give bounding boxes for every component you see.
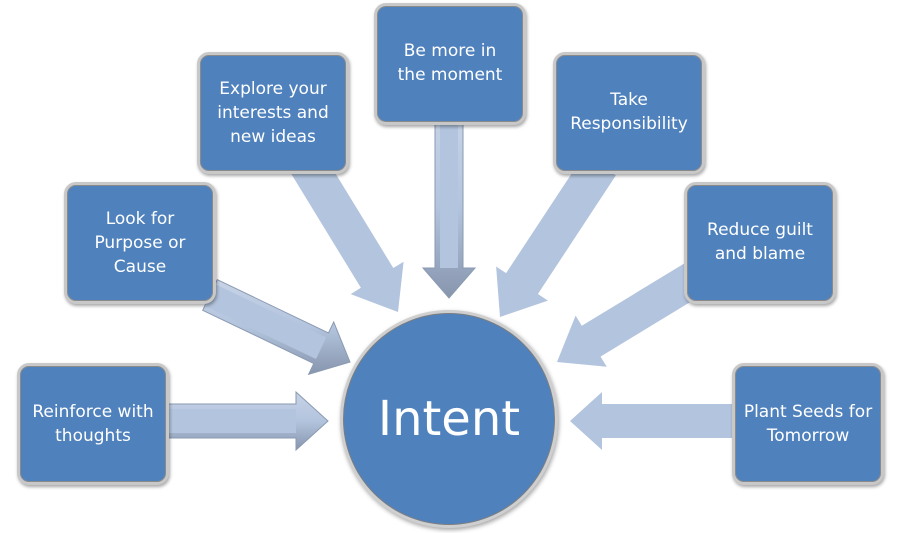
node-label: Be more in the moment	[397, 41, 503, 85]
node-label: Plant Seeds for Tomorrow	[743, 402, 873, 446]
arrow-guilt-to-intent	[557, 259, 710, 367]
node-label: Explore your interests and new ideas	[217, 79, 329, 147]
node-guilt: Reduce guilt and blame	[684, 182, 836, 304]
node-label: Reduce guilt and blame	[707, 220, 813, 264]
arrow-seeds-to-intent	[570, 392, 740, 450]
arrow-explore-to-intent	[288, 150, 404, 312]
node-label: Look for Purpose or Cause	[94, 209, 186, 277]
arrow-reinforce-face	[160, 409, 296, 433]
node-reinforce: Reinforce with thoughts	[17, 363, 169, 485]
node-label: Take Responsibility	[570, 90, 688, 134]
node-seeds: Plant Seeds for Tomorrow	[732, 363, 884, 485]
center-node-intent: Intent	[340, 310, 558, 528]
center-label: Intent	[377, 391, 521, 447]
node-explore: Explore your interests and new ideas	[197, 52, 349, 174]
arrow-purpose-face	[204, 284, 327, 359]
node-responsibility: Take Responsibility	[553, 52, 705, 174]
node-label: Reinforce with thoughts	[32, 402, 154, 446]
arrow-responsibility-to-intent	[496, 154, 616, 317]
arrow-moment-face	[440, 115, 458, 268]
node-purpose: Look for Purpose or Cause	[64, 182, 216, 304]
node-moment: Be more in the moment	[374, 3, 526, 125]
